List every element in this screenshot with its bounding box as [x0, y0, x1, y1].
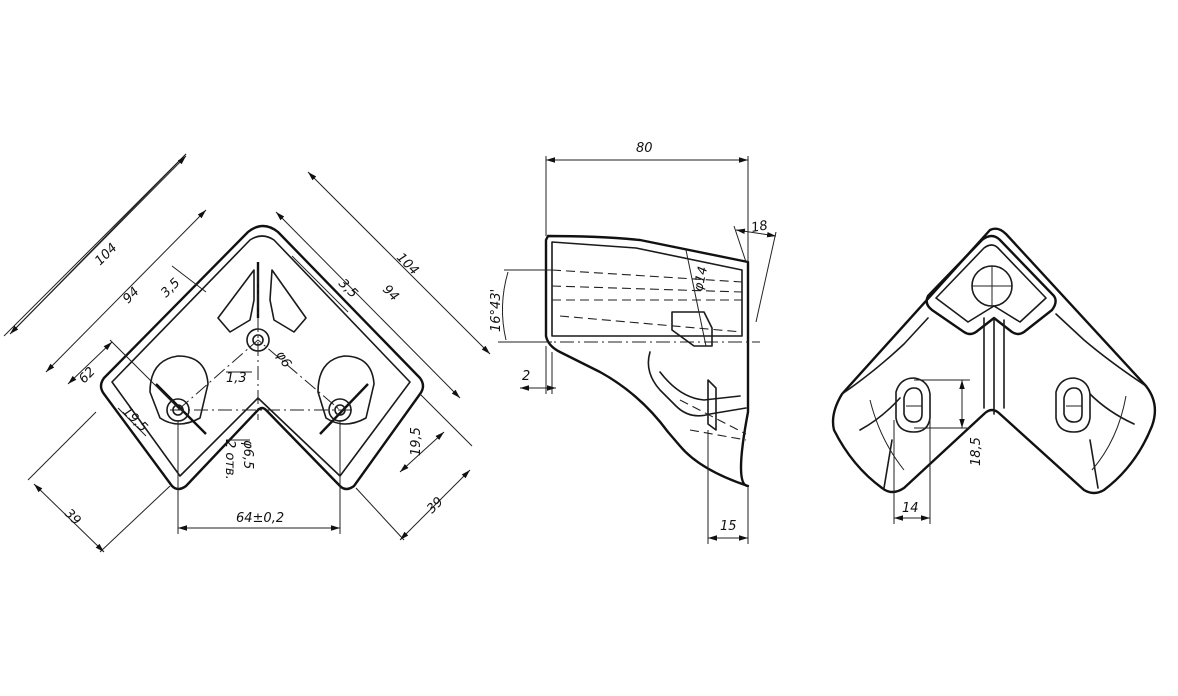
dim-13: 1,3 [226, 371, 247, 386]
dim-line-104-left [9, 155, 187, 335]
side-foot-hatch [707, 379, 717, 431]
side-hidden-line-1 [551, 269, 743, 283]
side-hidden-line-4 [551, 285, 743, 293]
plan-left-pocket [149, 355, 209, 425]
dim-line-39-left [33, 483, 105, 553]
iso-left-slot-outer [895, 377, 931, 433]
dim-94-left: 94 [120, 285, 142, 307]
dim-phi14: φ14 [691, 265, 711, 293]
dim-1643: 16°43' [489, 289, 504, 332]
dim-35-left: 3,5 [158, 276, 183, 301]
side-inner-contour [551, 241, 743, 337]
side-outer-contour [544, 234, 750, 488]
plan-left-rib [155, 383, 207, 435]
dim-18: 18 [750, 218, 769, 236]
dim-14: 14 [902, 501, 919, 516]
plan-view: 104 94 3,5 104 94 3,5 62 19,5 1,3 φ6 φ6,… [3, 153, 491, 553]
iso-left-slot-inner [903, 387, 923, 423]
dim-line-35-left [171, 265, 207, 293]
side-hole-slot [671, 311, 713, 347]
iso-top-hole-cross [972, 266, 1012, 306]
dim-line-94-right [275, 211, 461, 399]
dim-64: 64±0,2 [236, 511, 284, 526]
dim-line-195-right [399, 431, 445, 473]
dim-line-35-right [291, 255, 349, 313]
dim-line-62 [67, 341, 113, 385]
dim-39-right: 39 [424, 495, 446, 517]
side-hidden-line-3 [559, 315, 743, 333]
plan-right-rib [319, 383, 369, 435]
side-phi14-line [685, 249, 707, 347]
iso-outer-contour [831, 227, 1157, 495]
side-foot-hidden [679, 399, 747, 441]
iso-right-slot-inner [1063, 387, 1083, 423]
dim-2: 2 [522, 369, 530, 384]
plan-right-pocket [317, 355, 375, 425]
dim-94-right: 94 [379, 282, 401, 304]
dim-phi65: φ6,5 [240, 440, 255, 469]
dim-104-left: 104 [92, 241, 120, 269]
dim-line-163 [501, 271, 509, 341]
iso-top-recess [925, 234, 1057, 336]
dim-39-left: 39 [61, 506, 83, 528]
dim-line-195-left [109, 339, 181, 437]
side-foot-contour [647, 351, 747, 417]
dim-104-right: 104 [393, 250, 421, 278]
dim-35-right: 3,5 [335, 276, 360, 301]
side-view: 80 18 φ14 16°43' 2 15 [489, 141, 777, 544]
dim-phi6: φ6 [273, 349, 294, 371]
dim-line-39-right [399, 469, 471, 541]
dim-15: 15 [720, 519, 737, 534]
iso-edge-hidden [869, 395, 1127, 471]
plan-inner-contour [111, 235, 411, 477]
dim-195-right: 19,5 [409, 427, 424, 456]
dim-185: 18,5 [969, 437, 984, 466]
dim-holes: 2 отв. [222, 440, 237, 480]
iso-view: 18,5 14 [831, 227, 1157, 524]
dim-80: 80 [636, 141, 653, 156]
dim-62: 62 [76, 365, 98, 387]
iso-right-slot-outer [1055, 377, 1091, 433]
dim-line-18 [735, 228, 777, 238]
iso-side-edges [841, 313, 1147, 489]
iso-top-recess-inner [935, 244, 1047, 323]
plan-inner-wall [217, 269, 307, 333]
plan-outer-contour [99, 224, 425, 491]
